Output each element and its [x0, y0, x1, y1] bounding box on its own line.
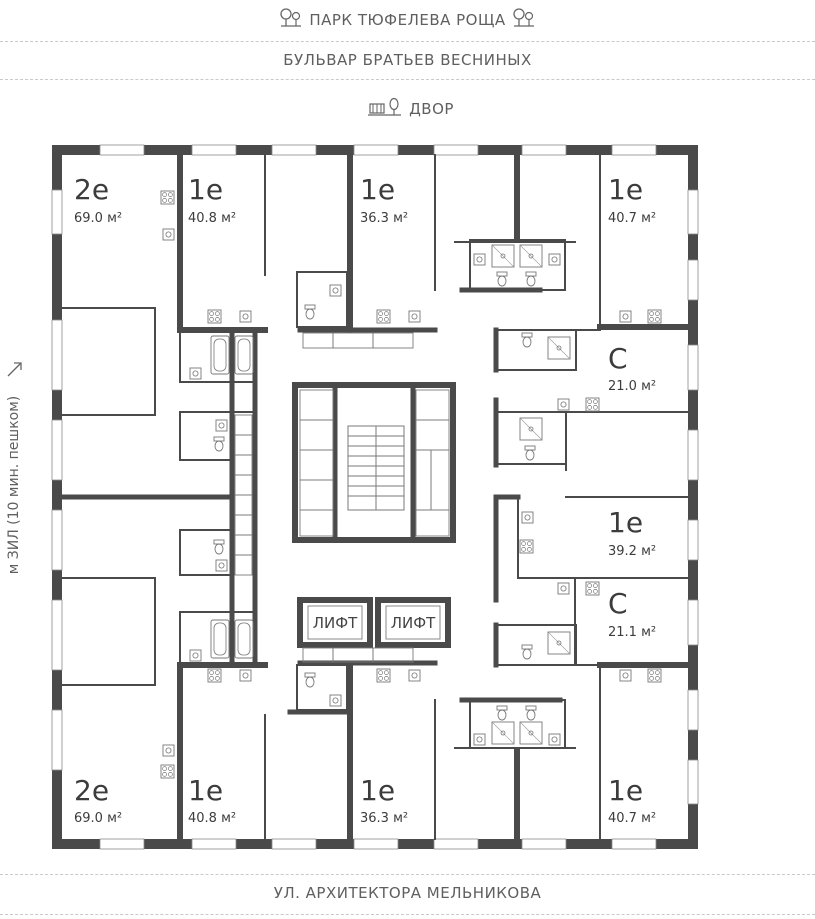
yard-label-text: ДВОР: [409, 100, 454, 118]
apartment-labels: 2e 69.0 м² 1e 40.8 м² 1e 36.3 м² 1e 40.7…: [74, 173, 656, 826]
park-label: ПАРК ТЮФЕЛЕВА РОЩА: [0, 8, 815, 32]
tree-icon: [512, 8, 536, 32]
apartment-label: 1e 40.8 м²: [188, 774, 236, 826]
yard-label: ДВОР: [0, 97, 815, 121]
apartment-type: С: [608, 342, 628, 375]
apartment-area: 40.8 м²: [188, 211, 236, 226]
street-divider: [0, 41, 815, 42]
apartment-label: 1e 39.2 м²: [608, 506, 656, 559]
apartment-label: 1e 36.3 м²: [360, 173, 408, 226]
apartment-area: 36.3 м²: [360, 211, 408, 226]
bathrooms: [179, 239, 577, 749]
windows: [51, 144, 699, 850]
apartment-label: 2e 69.0 м²: [74, 774, 122, 826]
street-divider: [0, 79, 815, 80]
apartment-area: 69.0 м²: [74, 211, 122, 226]
apartment-area: 39.2 м²: [608, 544, 656, 559]
apartment-area: 40.7 м²: [608, 211, 656, 226]
boulevard-label: БУЛЬВАР БРАТЬЕВ ВЕСНИНЫХ: [283, 51, 532, 69]
apartment-area: 40.7 м²: [608, 811, 656, 826]
street-divider: [0, 914, 815, 915]
apartment-area: 40.8 м²: [188, 811, 236, 826]
lift-label: ЛИФТ: [313, 614, 358, 632]
lift-right: ЛИФТ: [375, 597, 451, 648]
street-divider: [0, 874, 815, 875]
street-label: УЛ. АРХИТЕКТОРА МЕЛЬНИКОВА: [273, 884, 542, 902]
core-stairs: [292, 382, 456, 543]
apartment-area: 21.1 м²: [608, 625, 656, 640]
apartment-label: С 21.1 м²: [608, 587, 656, 640]
apartment-type: 1e: [608, 774, 643, 807]
apartment-type: 1e: [608, 173, 643, 206]
apartment-area: 21.0 м²: [608, 379, 656, 394]
apartment-label: 1e 40.7 м²: [608, 173, 656, 226]
apartment-type: 1e: [608, 506, 643, 539]
lift-label: ЛИФТ: [391, 614, 436, 632]
tree-icon: [279, 8, 303, 32]
apartment-type: 1e: [188, 173, 223, 206]
apartment-label: 1e 36.3 м²: [360, 774, 408, 826]
apartment-type: С: [608, 587, 628, 620]
apartment-label: 1e 40.8 м²: [188, 173, 236, 226]
apartment-type: 2e: [74, 774, 109, 807]
apartment-type: 1e: [188, 774, 223, 807]
playground-icon: [367, 97, 403, 121]
lift-left: ЛИФТ: [297, 597, 373, 648]
apartment-label: С 21.0 м²: [608, 342, 656, 394]
corridor-cabinets: [234, 332, 414, 663]
apartment-label: 1e 40.7 м²: [608, 774, 656, 826]
interior-walls: [59, 152, 691, 842]
apartment-label: 2e 69.0 м²: [74, 173, 122, 226]
metro-direction: м ЗИЛ (10 мин. пешком): [2, 360, 26, 620]
apartment-type: 1e: [360, 173, 395, 206]
apartment-type: 1e: [360, 774, 395, 807]
apartment-type: 2e: [74, 173, 109, 206]
apartment-area: 69.0 м²: [74, 811, 122, 826]
park-label-text: ПАРК ТЮФЕЛЕВА РОЩА: [309, 11, 506, 29]
arrow-up-right-icon: [6, 360, 24, 382]
apartment-area: 36.3 м²: [360, 811, 408, 826]
